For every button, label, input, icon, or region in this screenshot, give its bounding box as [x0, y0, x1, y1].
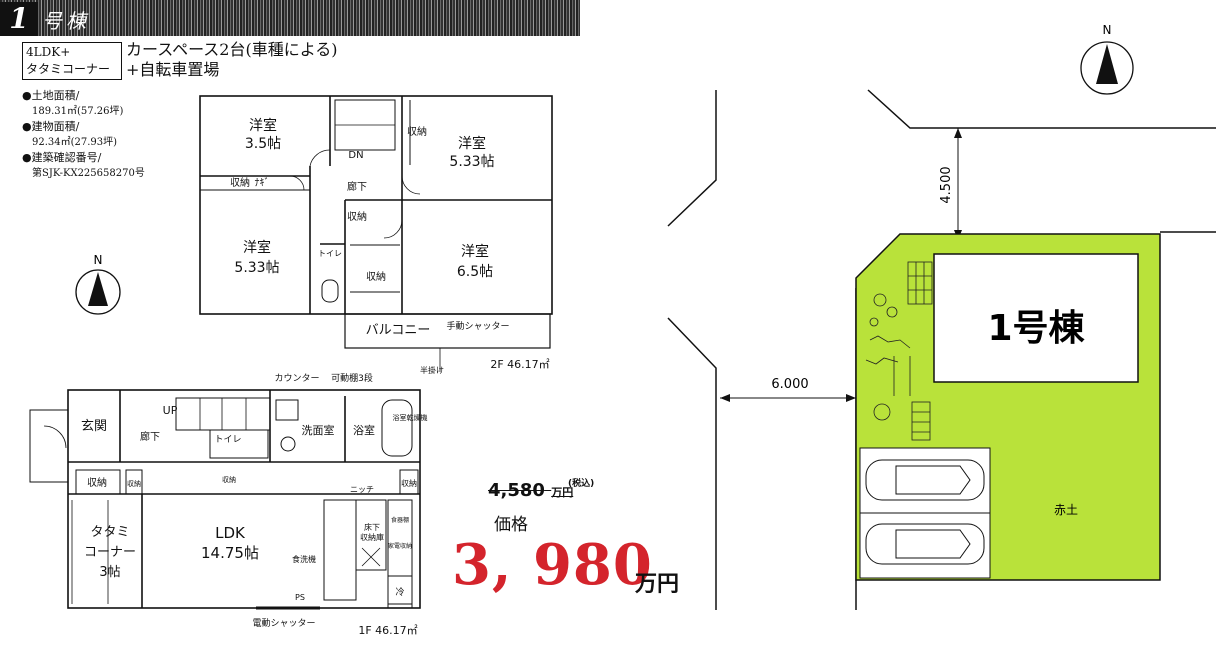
f1-up: UP: [163, 404, 178, 417]
original-price-unit: 万円: [551, 486, 574, 499]
building-tag: 1 号棟: [0, 2, 120, 36]
f2-floor-area: 2F 46.17㎡: [490, 358, 549, 371]
f2-western-c-name: 洋室: [243, 239, 271, 256]
floor-type-line2: タタミコーナー: [26, 62, 111, 76]
f2-storage-right: 収納: [407, 125, 427, 138]
f2-hallway: 廊下: [347, 180, 367, 193]
f2-western-a-name: 洋室: [249, 117, 277, 134]
f1-storage-a: 収納: [87, 476, 107, 489]
f1-cupboard-2: 家電収納: [388, 542, 412, 550]
price-value: 3, 980: [452, 532, 653, 598]
compass-n-label: N: [94, 253, 103, 267]
floor-plan-drawing: N 洋室 3.5帖 洋室 5.33帖 洋室 5.33帖 洋室 6.5帖: [29, 95, 553, 637]
road-north-width: 4.500: [939, 166, 954, 203]
f1-tatami-1: タタミ: [90, 525, 129, 540]
building-footprint: [933, 253, 1139, 383]
price-label: 価格: [494, 515, 528, 535]
f2-manual-shutter: 手動シャッター: [446, 320, 509, 332]
building-area-value: 92.34㎡(27.93坪): [32, 136, 118, 148]
f1-hallway: 廊下: [140, 430, 160, 443]
f2-storage-nagi: ﾅｷﾞ: [255, 177, 270, 189]
building-number: 1: [0, 2, 38, 36]
f2-toilet: トイレ: [318, 249, 342, 258]
header-banner: [0, 0, 580, 36]
price-unit: 万円: [635, 572, 680, 597]
permit-value: 第SJK-KX225658270号: [32, 167, 145, 179]
f1-tatami-3: 3帖: [99, 565, 120, 580]
floor2-plan: [199, 95, 553, 372]
f1-ldk-size: 14.75帖: [201, 544, 259, 562]
f1-tatami-2: コーナー: [84, 545, 136, 560]
yard-label: 赤土: [1054, 503, 1078, 517]
f1-floor-area: 1F 46.17㎡: [358, 624, 417, 637]
f2-western-d-name: 洋室: [461, 243, 489, 260]
f1-underfloor: 床下: [364, 522, 380, 532]
f2-storage-mid: 収納: [347, 210, 367, 223]
f1-movable-shelf: 可動棚3段: [331, 372, 373, 384]
car-icon: [865, 459, 985, 501]
f2-awning: 半掛け: [420, 365, 444, 375]
f2-down: DN: [348, 150, 363, 161]
land-area-value: 189.31㎡(57.26坪): [32, 105, 124, 117]
f1-bath: 浴室: [353, 423, 375, 437]
parking-line2: +自転車置場: [126, 60, 220, 79]
f1-fridge: 冷: [395, 586, 404, 598]
floor-type-box: 4LDK+ タタミコーナー: [22, 42, 122, 80]
compass-floorplan: N: [75, 253, 121, 315]
f2-shelf: 収納: [366, 270, 386, 283]
compass-siteplan: N: [1080, 23, 1134, 95]
original-price-value: 4,580: [488, 480, 545, 501]
f1-toilet: トイレ: [214, 435, 241, 445]
f1-electric-shutter: 電動シャッター: [252, 618, 315, 629]
permit-label: ●建築確認番号/: [22, 151, 102, 164]
f1-storage-b: 収納: [127, 479, 141, 488]
f1-ldk: LDK: [215, 524, 246, 542]
f1-storage-c: 収納: [222, 475, 236, 484]
floor-type-line1: 4LDK+: [26, 45, 71, 59]
car-icon: [865, 523, 985, 565]
original-price-tax: (税込): [568, 479, 595, 489]
parking-info: カースペース2台(車種による) +自転車置場: [126, 40, 337, 80]
floor1-plan: [29, 389, 421, 610]
f1-ps: PS: [295, 593, 305, 602]
f2-western-a-size: 3.5帖: [245, 136, 281, 152]
property-specs: ●土地面積/ 189.31㎡(57.26坪) ●建物面積/ 92.34㎡(27.…: [22, 88, 145, 181]
f2-western-b-name: 洋室: [458, 135, 486, 152]
f1-dishwasher: 食洗機: [292, 554, 316, 564]
f1-washroom: 洗面室: [302, 423, 335, 437]
original-price: 4,580 万円 (税込): [488, 479, 594, 501]
f1-underfloor-2: 収納庫: [360, 532, 384, 542]
f1-counter: カウンター: [274, 373, 319, 384]
f2-storage-left: 収納: [230, 176, 250, 189]
site-plan: N 4.500 6.000 1号棟 赤土: [667, 23, 1216, 610]
building-area-label: ●建物面積/: [22, 120, 80, 133]
site-compass-n: N: [1103, 23, 1112, 37]
f1-storage-d: 収納: [401, 478, 417, 488]
site-building-label: 1号棟: [987, 308, 1085, 349]
f1-bath-dryer: 浴室乾燥機: [393, 413, 428, 422]
land-area-label: ●土地面積/: [22, 89, 80, 102]
building-suffix: 号棟: [42, 8, 90, 33]
f2-western-b-size: 5.33帖: [449, 154, 494, 170]
f2-western-d-size: 6.5帖: [457, 264, 493, 280]
f1-cupboard: 食器棚: [391, 516, 409, 524]
road-west-width: 6.000: [771, 377, 808, 392]
parking-line1: カースペース2台(車種による): [126, 40, 338, 59]
f1-niche: ニッチ: [350, 485, 374, 494]
f1-entrance-a: 玄関: [81, 419, 107, 434]
garden: [865, 261, 933, 441]
f2-western-c-size: 5.33帖: [234, 260, 279, 276]
f2-balcony: バルコニー: [366, 323, 431, 338]
